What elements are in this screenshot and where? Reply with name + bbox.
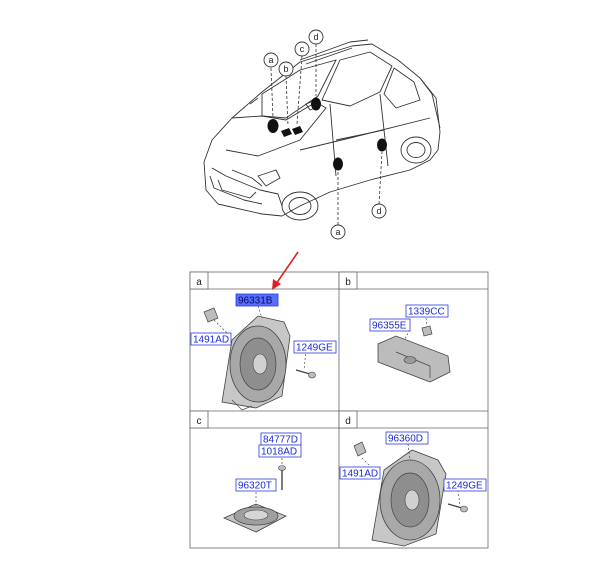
car-callouts: a b c d a d xyxy=(263,29,387,240)
section-c-illustration xyxy=(223,458,287,533)
section-header-b: b xyxy=(338,271,358,290)
callout-a-bottom: a xyxy=(330,224,346,240)
speaker-marker-a-door xyxy=(333,157,343,171)
callout-label: d xyxy=(313,32,318,42)
section-letter: b xyxy=(345,277,351,288)
part-label-1491AD-a[interactable]: 1491AD xyxy=(190,332,232,346)
callout-a-top: a xyxy=(263,52,279,68)
part-label-96355E[interactable]: 96355E xyxy=(369,318,411,332)
section-letter: a xyxy=(196,277,202,288)
callout-label: b xyxy=(283,64,288,74)
part-number: 1249GE xyxy=(296,343,333,354)
part-label-96320T[interactable]: 96320T xyxy=(235,478,277,492)
nut-icon xyxy=(421,325,433,337)
car-illustration xyxy=(203,39,441,221)
callout-leaders xyxy=(270,44,383,225)
callout-b-top: b xyxy=(278,61,294,77)
screw-icon xyxy=(278,465,286,471)
section-b-illustration xyxy=(377,317,451,383)
speaker-dust-cap xyxy=(252,353,268,375)
section-d-illustration xyxy=(353,441,468,547)
speaker-marker-a-front xyxy=(267,119,279,133)
part-number: 1018AD xyxy=(261,447,297,458)
part-label-1249GE-d[interactable]: 1249GE xyxy=(443,478,487,492)
part-number: 1249GE xyxy=(446,481,483,492)
callout-label: d xyxy=(376,206,381,216)
part-label-1249GE-a[interactable]: 1249GE xyxy=(293,340,337,354)
red-arrow-icon xyxy=(272,251,299,290)
part-number: 96320T xyxy=(238,481,272,492)
part-label-1339CC[interactable]: 1339CC xyxy=(405,304,449,318)
callout-d-top: d xyxy=(308,29,324,45)
callout-c-top: c xyxy=(294,41,310,57)
tweeter-marker-b-right xyxy=(292,126,303,135)
part-label-1018AD[interactable]: 1018AD xyxy=(258,444,302,458)
section-header-c: c xyxy=(189,410,209,429)
part-number: 84777D xyxy=(263,435,298,446)
part-number: 96360D xyxy=(388,434,423,445)
section-header-d: d xyxy=(338,410,358,429)
part-number: 1491AD xyxy=(342,469,378,480)
section-header-a: a xyxy=(189,271,209,290)
part-label-1491AD-d[interactable]: 1491AD xyxy=(339,466,381,480)
speaker-marker-d-rear xyxy=(377,138,387,152)
section-letter: d xyxy=(345,416,351,427)
part-number: 96355E xyxy=(372,321,407,332)
tweeter-marker-b-left xyxy=(281,128,292,137)
callout-label: a xyxy=(268,55,273,65)
part-label-96331B[interactable]: 96331B xyxy=(235,293,279,307)
part-number: 1339CC xyxy=(408,307,445,318)
section-headers: a b c d xyxy=(189,271,358,429)
part-label-96360D[interactable]: 96360D xyxy=(385,431,429,445)
callout-d-bottom: d xyxy=(371,203,387,219)
part-label-84777D[interactable]: 84777D xyxy=(260,432,302,446)
section-a-illustration xyxy=(203,305,316,411)
part-labels: 96331B 1491AD 1249GE 1339CC 96355E 84777… xyxy=(190,293,487,492)
callout-label: c xyxy=(300,44,305,54)
callout-label: a xyxy=(335,227,340,237)
speaker-marker-d-front xyxy=(311,97,321,111)
clip-icon xyxy=(203,307,219,323)
part-number: 96331B xyxy=(238,296,273,307)
part-number: 1491AD xyxy=(193,335,229,346)
speaker-markers xyxy=(267,97,387,171)
clip-icon xyxy=(353,441,367,457)
screw-icon xyxy=(308,371,316,379)
screw-icon xyxy=(460,505,468,513)
section-letter: c xyxy=(197,416,202,427)
speaker-dust-cap xyxy=(404,489,420,511)
